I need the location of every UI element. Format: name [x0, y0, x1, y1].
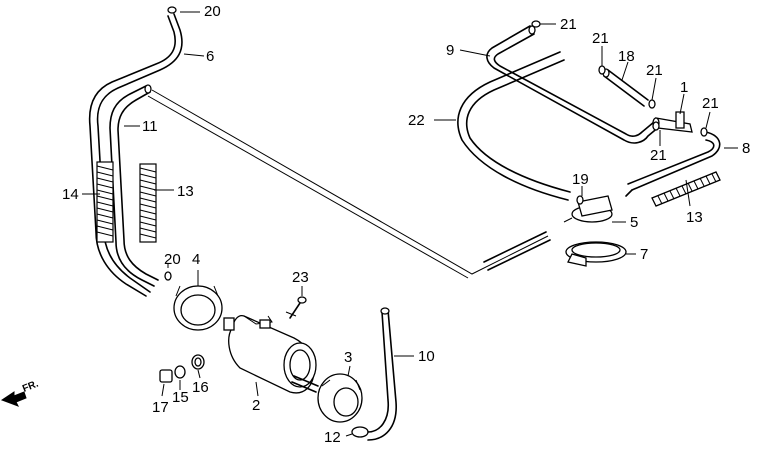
washer-15	[174, 365, 186, 379]
callout-18: 18	[618, 48, 635, 65]
valve-5	[563, 195, 613, 223]
tube-10	[367, 307, 397, 441]
callout-9: 9	[446, 42, 454, 59]
tube-8	[625, 131, 721, 197]
breather-line-2	[147, 95, 469, 279]
callout-8: 8	[742, 140, 750, 157]
clip-20-top	[167, 6, 177, 14]
leader-lines	[82, 11, 738, 437]
clip-21-b	[598, 65, 606, 75]
callout-21-d: 21	[702, 95, 719, 112]
callout-7: 7	[640, 246, 648, 263]
callout-4: 4	[192, 251, 200, 268]
band-4	[173, 285, 223, 331]
callout-12: 12	[324, 429, 341, 446]
spring-13-left	[139, 163, 157, 243]
callout-14: 14	[62, 186, 79, 203]
callout-2: 2	[252, 397, 260, 414]
grommet-16	[191, 354, 205, 370]
clip-20-lower	[164, 271, 172, 281]
callout-23: 23	[292, 269, 309, 286]
tube-9	[486, 25, 661, 144]
callout-10: 10	[418, 348, 435, 365]
clip-12	[351, 426, 369, 438]
callout-21-e: 21	[650, 147, 667, 164]
callout-6: 6	[206, 48, 214, 65]
tube-22	[457, 51, 571, 201]
callout-20-top: 20	[204, 3, 221, 20]
callout-21-b: 21	[592, 30, 609, 47]
callout-15: 15	[172, 389, 189, 406]
tube-18	[602, 68, 649, 107]
callout-13-left: 13	[177, 183, 194, 200]
callout-numbers: 20 6 11 14 13 20 4 23 3 10 12 2 17 15 16…	[62, 3, 750, 446]
tube-6	[88, 13, 183, 297]
callout-13-right: 13	[686, 209, 703, 226]
callout-22: 22	[408, 112, 425, 129]
callout-21-c: 21	[646, 62, 663, 79]
canister-2	[223, 314, 319, 394]
breather-line	[151, 89, 549, 275]
t-joint-1	[652, 111, 693, 133]
breather-tube-end	[483, 231, 551, 271]
bolt-23	[285, 296, 307, 319]
clip-21-d	[700, 127, 708, 137]
band-7	[565, 241, 627, 267]
callout-20-lower: 20	[164, 251, 181, 268]
callout-21-a: 21	[560, 16, 577, 33]
front-direction-label: FR.	[21, 378, 40, 394]
callout-17: 17	[152, 399, 169, 416]
cover-3	[317, 373, 363, 423]
spring-14	[96, 161, 114, 243]
front-direction-marker: FR.	[0, 378, 40, 407]
front-arrow-icon	[0, 391, 27, 407]
callout-16: 16	[192, 379, 209, 396]
nut-17	[159, 369, 173, 383]
callout-3: 3	[344, 349, 352, 366]
callout-1: 1	[680, 79, 688, 96]
spring-13-right	[651, 171, 721, 207]
clip-21-c	[648, 99, 656, 109]
clip-21-a	[531, 20, 541, 28]
clip-21-e	[652, 121, 660, 131]
callout-11: 11	[142, 118, 158, 135]
clip-19	[576, 195, 584, 205]
callout-5: 5	[630, 214, 638, 231]
callout-19: 19	[572, 171, 589, 188]
